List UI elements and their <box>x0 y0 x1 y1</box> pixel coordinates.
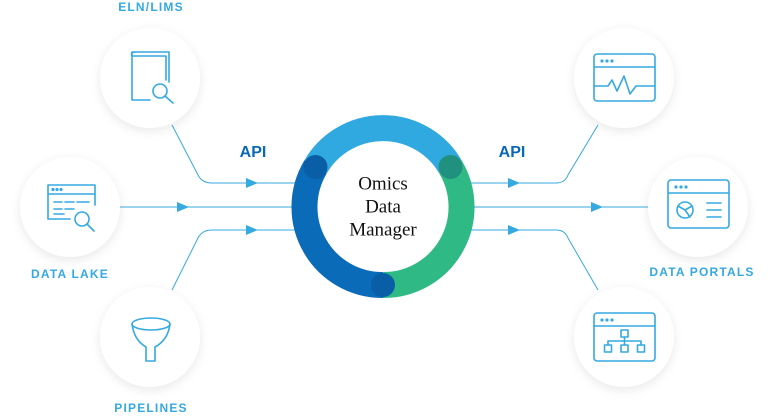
arrow-icon <box>246 178 258 188</box>
arrow-icon <box>508 178 520 188</box>
api-label-left: API <box>239 144 267 161</box>
connector-dest-bottom <box>466 229 599 291</box>
window-piechart-icon <box>667 179 730 229</box>
center-title-line: Manager <box>349 219 417 241</box>
window-search-icon <box>47 184 96 232</box>
window-hierarchy-icon <box>593 312 656 362</box>
node-data-portals <box>648 157 748 257</box>
center-title-line: Data <box>365 196 401 218</box>
connector-pipelines <box>171 229 300 291</box>
node-data-lake <box>20 157 120 257</box>
arrow-icon <box>508 225 520 235</box>
node-eln <box>100 28 200 128</box>
api-label-right: API <box>498 144 526 161</box>
center-title: Omics Data Manager <box>349 173 417 242</box>
connector-dest-top <box>466 124 599 184</box>
label-pipelines: PIPELINES <box>114 401 188 415</box>
label-eln-lims: ELN/LIMS <box>118 0 184 14</box>
center-title-line: Omics <box>358 173 408 195</box>
label-data-portals: DATA PORTALS <box>649 265 755 279</box>
window-waveform-icon <box>593 53 656 102</box>
funnel-icon <box>131 317 171 362</box>
notebook-search-icon <box>130 51 174 104</box>
node-pipelines <box>100 287 200 387</box>
label-data-lake: DATA LAKE <box>31 267 109 281</box>
connector-eln <box>171 124 300 184</box>
arrow-icon <box>177 202 189 212</box>
omics-ring <box>291 115 475 299</box>
arrow-icon <box>246 225 258 235</box>
arrow-icon <box>591 202 603 212</box>
